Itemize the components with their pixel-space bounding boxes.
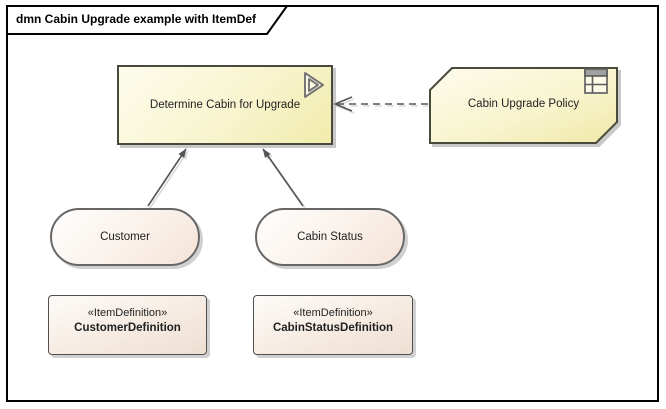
- input-data-customer[interactable]: Customer: [50, 208, 200, 266]
- frame-title-tab: [6, 5, 289, 35]
- bkm-shape[interactable]: [429, 67, 618, 144]
- input-cabin-status-label: Cabin Status: [297, 231, 363, 243]
- itemdef-cabin-status-name: CabinStatusDefinition: [272, 322, 394, 334]
- input-data-cabin-status[interactable]: Cabin Status: [255, 208, 405, 266]
- decision-chevrons-icon: [304, 72, 324, 98]
- frame-title: dmn Cabin Upgrade example with ItemDef: [16, 12, 257, 26]
- bkm-cabin-upgrade-policy[interactable]: [429, 67, 620, 147]
- itemdef-cabin-status-definition[interactable]: «ItemDefinition» CabinStatusDefinition: [253, 295, 413, 355]
- input-customer-label: Customer: [100, 231, 150, 243]
- itemdef-customer-stereotype: «ItemDefinition»: [87, 307, 168, 319]
- itemdef-cabin-status-stereotype: «ItemDefinition»: [293, 307, 373, 319]
- itemdef-customer-definition[interactable]: «ItemDefinition» CustomerDefinition: [48, 295, 207, 355]
- decision-label: Determine Cabin for Upgrade: [149, 99, 301, 111]
- bkm-label: Cabin Upgrade Policy: [467, 98, 580, 110]
- decision-determine-cabin-for-upgrade[interactable]: Determine Cabin for Upgrade: [117, 65, 333, 145]
- frame-title-tab-shape: [6, 5, 289, 35]
- itemdef-customer-name: CustomerDefinition: [74, 322, 181, 334]
- decision-table-icon: [584, 68, 608, 94]
